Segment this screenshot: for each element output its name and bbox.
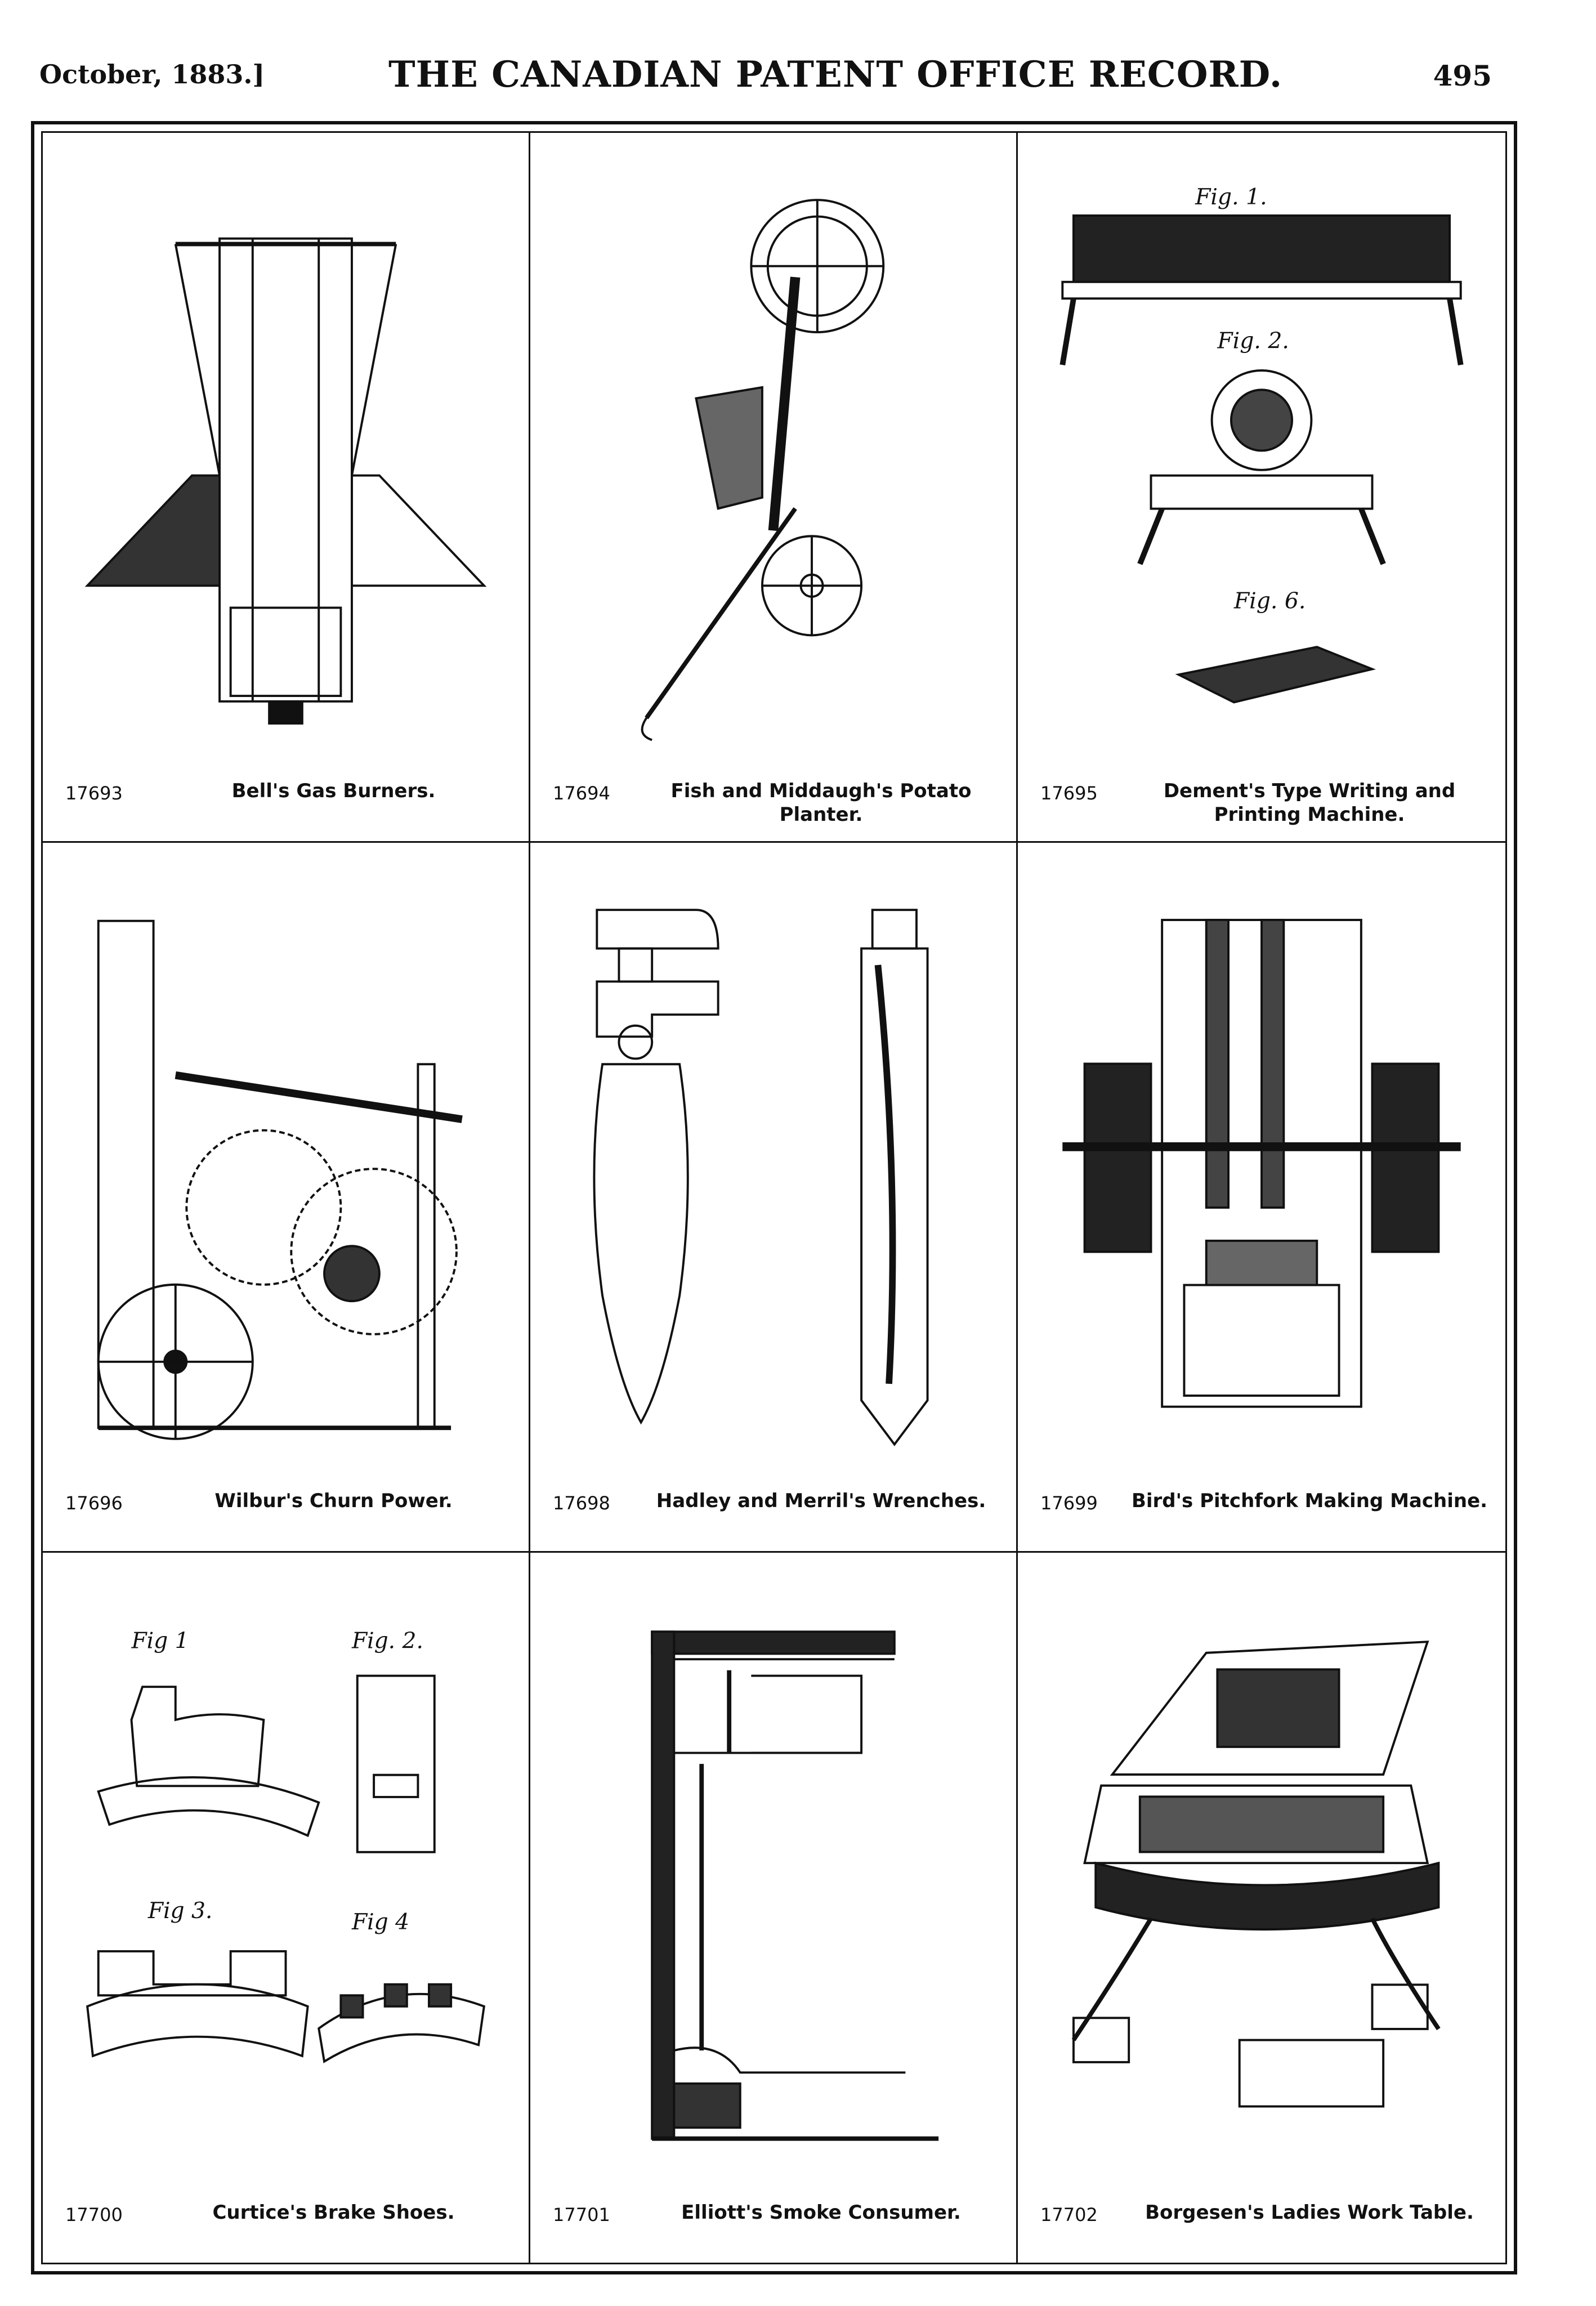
patent-drawings-frame: 17693 Bell's Gas Burners. [31, 121, 1517, 2274]
gas-burner-drawing [65, 155, 506, 774]
figure-label: Fig. 1. [1195, 185, 1267, 210]
patent-cell-17696: 17696 Wilbur's Churn Power. [43, 843, 530, 1553]
wrenches-drawing [553, 865, 994, 1483]
potato-planter-drawing [553, 155, 994, 774]
churn-power-drawing [65, 865, 506, 1483]
patent-cell-17702: 17702 Borgesen's Ladies Work Table. [1018, 1553, 1505, 2263]
patent-number: 17694 [553, 783, 610, 804]
patent-cell-17694: 17694 Fish and Middaugh's Potato Planter… [530, 133, 1018, 843]
figure-label: Fig 4 [351, 1910, 409, 1935]
patent-cell-17698: 17698 Hadley and Merril's Wrenches. [530, 843, 1018, 1553]
patent-title: Bell's Gas Burners. [231, 780, 436, 802]
publication-title: THE CANADIAN PATENT OFFICE RECORD. [388, 53, 1283, 96]
patent-cell-17699: 17699 Bird's Pitchfork Making Machine. [1018, 843, 1505, 1553]
patent-title: Hadley and Merril's Wrenches. [656, 1490, 986, 1512]
patent-number: 17701 [553, 2204, 610, 2225]
figure-label: Fig. 6. [1233, 588, 1306, 614]
patent-title: Bird's Pitchfork Making Machine. [1131, 1490, 1488, 1512]
patent-title: Elliott's Smoke Consumer. [681, 2201, 961, 2224]
issue-date: October, 1883.] [39, 59, 265, 90]
type-writing-machine-drawing: Fig. 1. Fig. 2. Fig. 6. [1040, 155, 1483, 774]
figure-label: Fig 3. [147, 1898, 213, 1924]
patent-cell-17701: 17701 Elliott's Smoke Consumer. [530, 1553, 1018, 2263]
patent-cell-17695: Fig. 1. Fig. 2. Fig. 6. 17695 Dement [1018, 133, 1505, 843]
page-header: October, 1883.] THE CANADIAN PATENT OFFI… [39, 53, 1492, 104]
patent-number: 17699 [1040, 1492, 1098, 1514]
patent-title: Dement's Type Writing and Printing Machi… [1163, 780, 1456, 826]
patent-title: Curtice's Brake Shoes. [212, 2201, 455, 2224]
patent-number: 17693 [65, 783, 123, 804]
patent-number: 17700 [65, 2204, 123, 2225]
patent-title: Fish and Middaugh's Potato Planter. [670, 780, 972, 826]
work-table-drawing [1040, 1575, 1483, 2195]
patent-number: 17698 [553, 1492, 610, 1514]
patent-number: 17695 [1040, 783, 1098, 804]
patent-cell-17693: 17693 Bell's Gas Burners. [43, 133, 530, 843]
figure-label: Fig. 2. [351, 1629, 423, 1654]
patent-number: 17696 [65, 1492, 123, 1514]
pitchfork-machine-drawing [1040, 865, 1483, 1483]
brake-shoes-drawing: Fig 1 Fig. 2. Fig 3. Fig 4 [65, 1575, 506, 2195]
patent-title: Borgesen's Ladies Work Table. [1145, 2201, 1474, 2224]
figure-label: Fig. 2. [1217, 329, 1289, 354]
page-number: 495 [1433, 59, 1492, 92]
patent-cell-17700: Fig 1 Fig. 2. Fig 3. Fig 4 [43, 1553, 530, 2263]
figure-label: Fig 1 [131, 1629, 189, 1654]
smoke-consumer-drawing [553, 1575, 994, 2195]
patent-title: Wilbur's Churn Power. [214, 1490, 453, 1512]
patent-number: 17702 [1040, 2204, 1098, 2225]
patent-grid: 17693 Bell's Gas Burners. [43, 133, 1505, 2263]
